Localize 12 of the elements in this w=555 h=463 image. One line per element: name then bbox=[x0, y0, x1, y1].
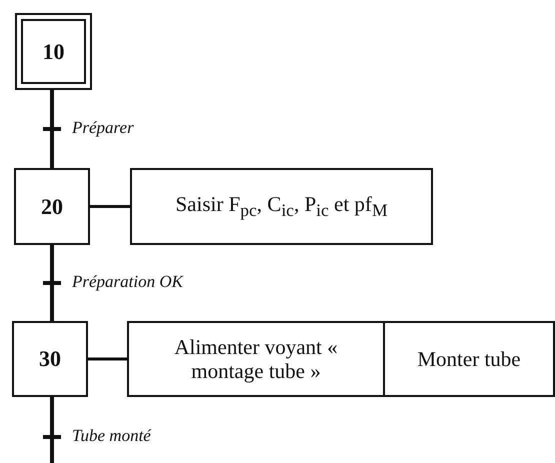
step-box: 20 bbox=[14, 168, 90, 245]
transition-link bbox=[50, 90, 54, 168]
transition-condition: Préparation OK bbox=[72, 272, 183, 292]
action-box: Saisir F$_{pc}$, C$_{ic}$, P$_{ic}$ et pf$_{M}$ bbox=[130, 168, 433, 245]
transition-condition: Préparer bbox=[72, 118, 134, 138]
action-box: Monter tube bbox=[383, 321, 555, 397]
action-link bbox=[88, 358, 127, 360]
step-box: 30 bbox=[12, 321, 88, 397]
transition-link bbox=[50, 397, 54, 463]
transition-link bbox=[50, 245, 54, 321]
action-link bbox=[90, 205, 130, 208]
action-box: Alimenter voyant « montage tube » bbox=[127, 321, 385, 397]
